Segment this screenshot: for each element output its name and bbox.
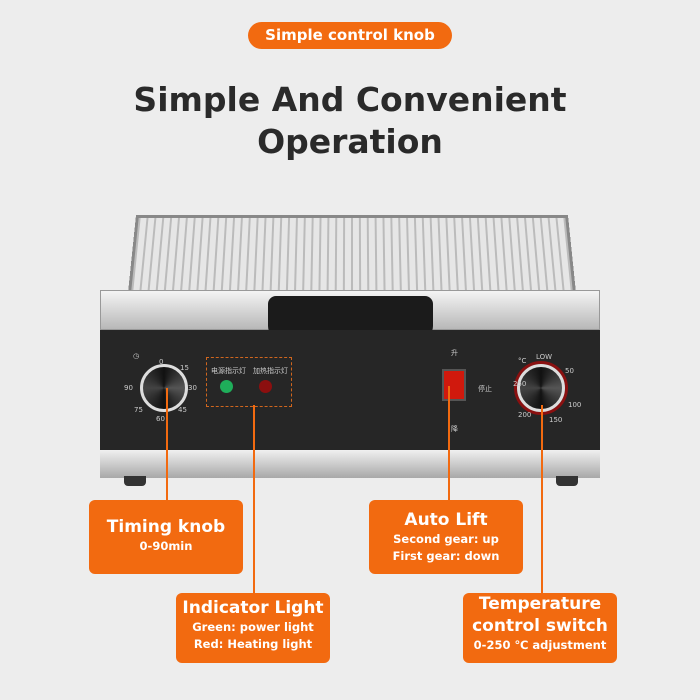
callout-detail: Second gear: up [393,532,499,546]
clock-icon: ◷ [133,352,140,360]
callout-detail: Red: Heating light [193,637,313,651]
temp-mark: 250 [513,380,527,388]
power-light [220,380,233,393]
lift-down-label: 降 [451,425,458,433]
callout-detail: 0-90min [139,539,193,553]
heating-light [259,380,272,393]
callout-line [541,405,543,594]
timer-knob [140,364,188,412]
callout-indicator-light: Indicator Light Green: power light Red: … [176,593,330,663]
grill-base [100,450,600,478]
callout-line [448,386,450,500]
callout-detail: First gear: down [392,549,500,563]
callout-timing-knob: Timing knob 0-90min [89,500,243,574]
callout-detail: 0-250 ℃ adjustment [473,638,607,652]
feature-badge: Simple control knob [248,22,452,49]
timer-mark: 15 [180,364,189,372]
callout-temperature-switch: Temperature control switch 0-250 ℃ adjus… [463,593,617,663]
auto-lift-switch[interactable] [442,369,466,401]
callout-title: control switch [472,616,608,636]
callout-line [166,388,168,500]
foot [556,476,578,486]
page-title-line2: Operation [257,122,443,161]
lift-stop-label: 停止 [478,385,492,393]
callout-line [253,405,255,594]
timer-mark: 75 [134,406,143,414]
temp-mark: 150 [549,416,563,424]
timer-mark: 45 [178,406,187,414]
heat-light-label: 加热指示灯 [253,367,288,375]
grill-rack [127,215,577,295]
timer-mark: 60 [156,415,165,423]
power-light-label: 电源指示灯 [211,367,246,375]
temperature-knob [517,364,565,412]
timer-mark: 0 [159,358,164,366]
callout-title: Temperature [478,594,602,614]
callout-title: Timing knob [106,517,226,537]
page-title-line1: Simple And Convenient [133,80,567,119]
timer-mark: 30 [188,384,197,392]
temp-mark: LOW [536,353,553,361]
callout-title: Auto Lift [404,510,488,530]
callout-title: Indicator Light [182,598,324,618]
callout-auto-lift: Auto Lift Second gear: up First gear: do… [369,500,523,574]
temp-mark: 100 [568,401,582,409]
temp-mark: 50 [565,367,574,375]
timer-mark: 90 [124,384,133,392]
thermometer-icon: °C [518,357,527,365]
callout-detail: Green: power light [192,620,314,634]
lift-up-label: 升 [451,349,458,357]
temp-mark: 200 [518,411,532,419]
foot [124,476,146,486]
indicator-light-group: 电源指示灯 加热指示灯 [206,357,292,407]
